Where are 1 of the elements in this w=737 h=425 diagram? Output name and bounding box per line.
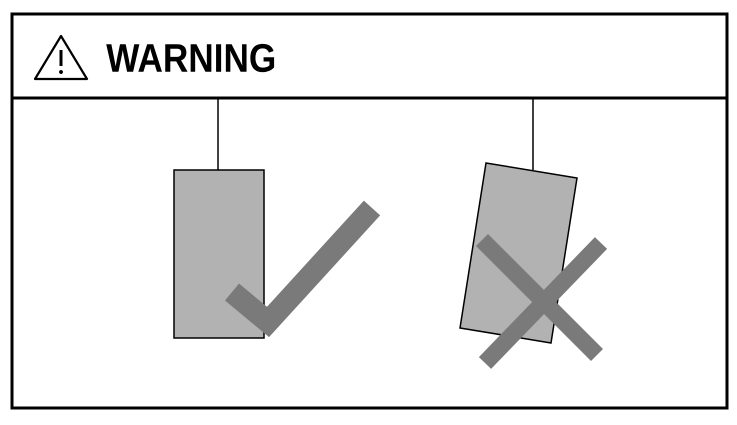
heading: WARNING: [106, 44, 274, 72]
